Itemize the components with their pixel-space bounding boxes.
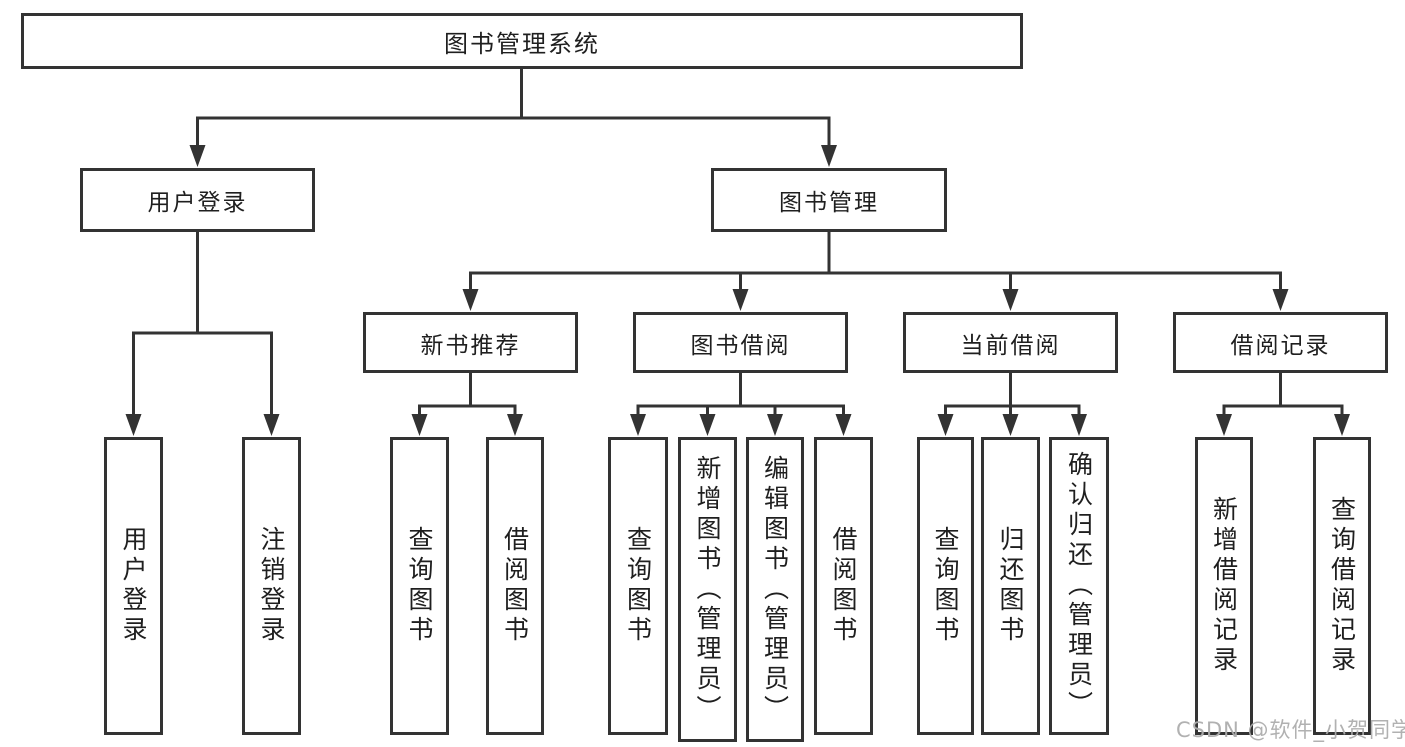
node-current-borrow: 当前借阅 [903, 312, 1118, 373]
node-borrow-books: 借阅图书 [814, 437, 873, 735]
node-user-login: 用户登录 [80, 168, 315, 232]
node-query-books-borrow: 查询图书 [608, 437, 668, 735]
node-label: 新增借阅记录 [1209, 496, 1239, 676]
node-label: 新书推荐 [420, 332, 521, 359]
node-label: 查询图书 [405, 526, 434, 646]
node-label: 新增图书（管理员） [693, 454, 722, 725]
node-query-borrow-record: 查询借阅记录 [1313, 437, 1371, 735]
node-library-management-system: 图书管理系统 [21, 13, 1023, 69]
csdn-watermark: CSDN @软件_小贺同学 [1176, 718, 1405, 742]
node-label: 确认归还（管理员） [1064, 451, 1094, 721]
node-user-login-action: 用户登录 [104, 437, 163, 735]
node-book-borrow: 图书借阅 [633, 312, 848, 373]
node-add-books-admin: 新增图书（管理员） [678, 437, 737, 742]
node-query-books-current: 查询图书 [917, 437, 974, 735]
node-book-management: 图书管理 [711, 168, 947, 232]
node-borrow-books-recommend: 借阅图书 [486, 437, 544, 735]
node-label: 查询图书 [931, 526, 960, 646]
node-return-books: 归还图书 [981, 437, 1040, 735]
node-edit-books-admin: 编辑图书（管理员） [746, 437, 804, 742]
node-label: 借阅图书 [500, 526, 530, 646]
node-borrow-records: 借阅记录 [1173, 312, 1388, 373]
node-confirm-return-admin: 确认归还（管理员） [1049, 437, 1109, 735]
node-label: 图书借阅 [690, 332, 791, 359]
node-label: 图书管理 [779, 190, 879, 216]
node-label: 借阅图书 [829, 526, 858, 646]
node-label: 归还图书 [996, 526, 1025, 646]
node-label: 用户登录 [119, 526, 148, 646]
node-new-book-recommend: 新书推荐 [363, 312, 578, 373]
node-logout: 注销登录 [242, 437, 301, 735]
node-add-borrow-record: 新增借阅记录 [1195, 437, 1253, 735]
node-label: 借阅记录 [1230, 332, 1331, 359]
node-label: 编辑图书（管理员） [760, 454, 790, 725]
node-label: 图书管理系统 [444, 29, 600, 58]
node-label: 查询借阅记录 [1327, 496, 1357, 676]
node-label: 查询图书 [623, 526, 653, 646]
node-query-books-recommend: 查询图书 [390, 437, 449, 735]
node-label: 当前借阅 [960, 332, 1061, 359]
node-label: 用户登录 [147, 190, 248, 216]
node-label: 注销登录 [257, 526, 286, 646]
